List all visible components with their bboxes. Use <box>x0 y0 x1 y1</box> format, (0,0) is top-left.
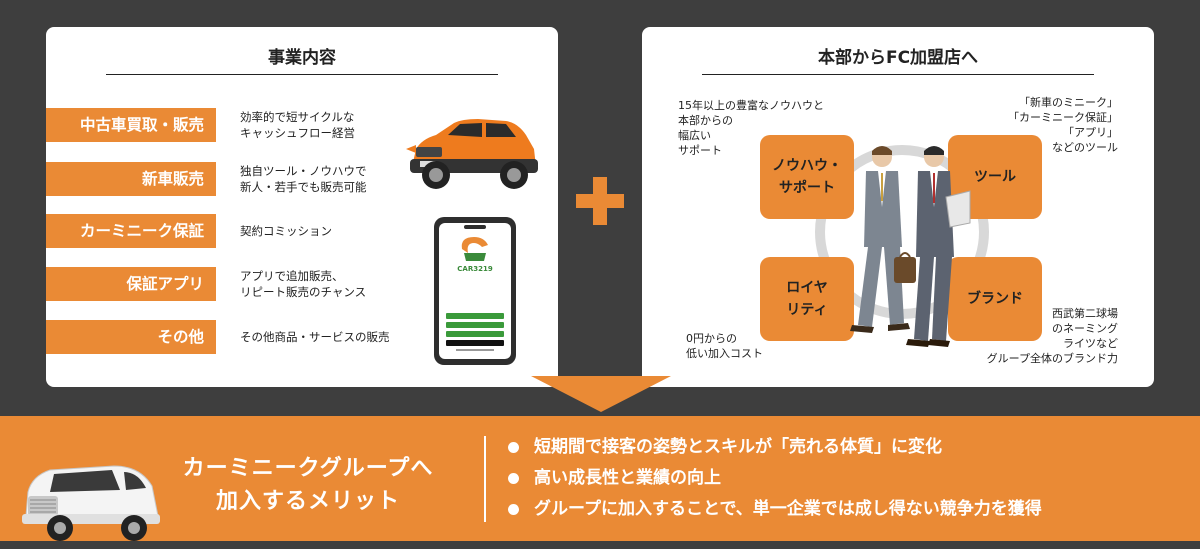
note-line: 「カーミニーク保証」 <box>1008 111 1118 124</box>
business-row-other: その他 その他商品・サービスの販売 <box>46 320 558 354</box>
business-desc-line: キャッシュフロー経営 <box>240 126 355 140</box>
note-line: グループ全体のブランド力 <box>986 352 1118 365</box>
white-van-image <box>22 465 160 541</box>
business-label: 新車販売 <box>46 162 216 196</box>
businessmen-image <box>850 146 971 347</box>
merit-band <box>0 416 1200 542</box>
business-row-warranty: カーミニーク保証 契約コミッション <box>46 214 558 248</box>
business-desc: 効率的で短サイクルな キャッシュフロー経営 <box>240 109 355 141</box>
orange-suv-image <box>406 119 538 189</box>
merit-title: カーミニークグループへ 加入するメリット <box>168 452 448 518</box>
business-content-title: 事業内容 <box>106 43 498 75</box>
note-line: 低い加入コスト <box>686 347 763 360</box>
merit-list: 短期間で接客の姿勢とスキルが「売れる体質」に変化 高い成長性と業績の向上 グルー… <box>508 432 1042 525</box>
business-desc-line: 独自ツール・ノウハウで <box>240 164 367 178</box>
note-tool: 「新車のミニーク」 「カーミニーク保証」 「アプリ」 などのツール <box>1008 95 1118 155</box>
business-desc: アプリで追加販売、 リピート販売のチャンス <box>240 268 366 300</box>
merit-item: 高い成長性と業績の向上 <box>508 463 1042 494</box>
business-row-app: 保証アプリ アプリで追加販売、 リピート販売のチャンス <box>46 267 558 301</box>
business-desc-line: その他商品・サービスの販売 <box>240 330 390 344</box>
business-label: 保証アプリ <box>46 267 216 301</box>
quad-knowhow: ノウハウ・サポート <box>760 135 854 219</box>
business-desc-line: 新人・若手でも販売可能 <box>240 180 367 194</box>
business-desc: その他商品・サービスの販売 <box>240 329 390 345</box>
business-desc: 独自ツール・ノウハウで 新人・若手でも販売可能 <box>240 163 367 195</box>
business-label: その他 <box>46 320 216 354</box>
smartphone-app-image: CAR3219 <box>434 217 516 365</box>
business-desc-line: 契約コミッション <box>240 224 332 238</box>
merit-divider <box>484 436 486 522</box>
note-knowhow: 15年以上の豊富なノウハウと 本部からの 幅広い サポート <box>678 98 824 158</box>
hq-support-title: 本部からFC加盟店へ <box>702 43 1094 75</box>
note-line: 「アプリ」 <box>1063 126 1118 139</box>
business-desc-line: アプリで追加販売、 <box>240 269 344 283</box>
note-line: 本部からの <box>678 114 733 127</box>
quad-royalty: ロイヤリティ <box>760 257 854 341</box>
merit-item-text: グループに加入することで、単一企業では成し得ない競争力を獲得 <box>534 499 1042 519</box>
note-line: などのツール <box>1052 141 1118 154</box>
quad-text: サポート <box>779 180 835 196</box>
merit-title-line: 加入するメリット <box>215 489 400 514</box>
app-logo-text: CAR3219 <box>457 265 493 273</box>
quad-brand: ブランド <box>948 257 1042 341</box>
quad-text: ツール <box>974 169 1016 185</box>
note-brand: 西武第二球場 のネーミング ライツなど グループ全体のブランド力 <box>987 306 1118 366</box>
bullet-icon <box>508 442 519 453</box>
business-desc-line: リピート販売のチャンス <box>240 285 367 299</box>
business-desc-line: 効率的で短サイクルな <box>240 110 355 124</box>
business-row-used-car: 中古車買取・販売 効率的で短サイクルな キャッシュフロー経営 <box>46 108 558 142</box>
down-arrow-icon <box>531 376 671 412</box>
business-label: 中古車買取・販売 <box>46 108 216 142</box>
bullet-icon <box>508 473 519 484</box>
plus-icon <box>576 177 624 225</box>
bullet-icon <box>508 504 519 515</box>
merit-title-line: カーミニークグループへ <box>182 456 434 481</box>
quad-text: ノウハウ・ <box>772 158 842 174</box>
note-line: サポート <box>678 144 722 157</box>
note-line: 幅広い <box>678 129 711 142</box>
quad-text: リティ <box>786 302 828 318</box>
note-line: 0円からの <box>686 332 737 345</box>
note-line: 15年以上の豊富なノウハウと <box>678 99 824 112</box>
merit-item-text: 高い成長性と業績の向上 <box>534 468 721 488</box>
business-content-card: 事業内容 中古車買取・販売 効率的で短サイクルな キャッシュフロー経営 新車販売… <box>46 27 558 387</box>
quad-text: ロイヤ <box>786 280 828 296</box>
note-royalty: 0円からの 低い加入コスト <box>686 331 763 361</box>
hq-support-card: 本部からFC加盟店へ ノウハウ・サポート ツール ロイヤリティ ブランド <box>642 27 1154 387</box>
bottom-strip <box>0 541 1200 549</box>
merit-item: グループに加入することで、単一企業では成し得ない競争力を獲得 <box>508 494 1042 525</box>
quad-text: ブランド <box>967 291 1023 307</box>
business-row-new-car: 新車販売 独自ツール・ノウハウで 新人・若手でも販売可能 <box>46 162 558 196</box>
note-line: 西武第二球場 <box>1052 307 1118 320</box>
merit-item: 短期間で接客の姿勢とスキルが「売れる体質」に変化 <box>508 432 1042 463</box>
note-line: のネーミング <box>1052 322 1118 335</box>
merit-item-text: 短期間で接客の姿勢とスキルが「売れる体質」に変化 <box>534 437 942 457</box>
note-line: ライツなど <box>1063 337 1118 350</box>
note-line: 「新車のミニーク」 <box>1019 96 1118 109</box>
business-desc: 契約コミッション <box>240 223 332 239</box>
business-label: カーミニーク保証 <box>46 214 216 248</box>
